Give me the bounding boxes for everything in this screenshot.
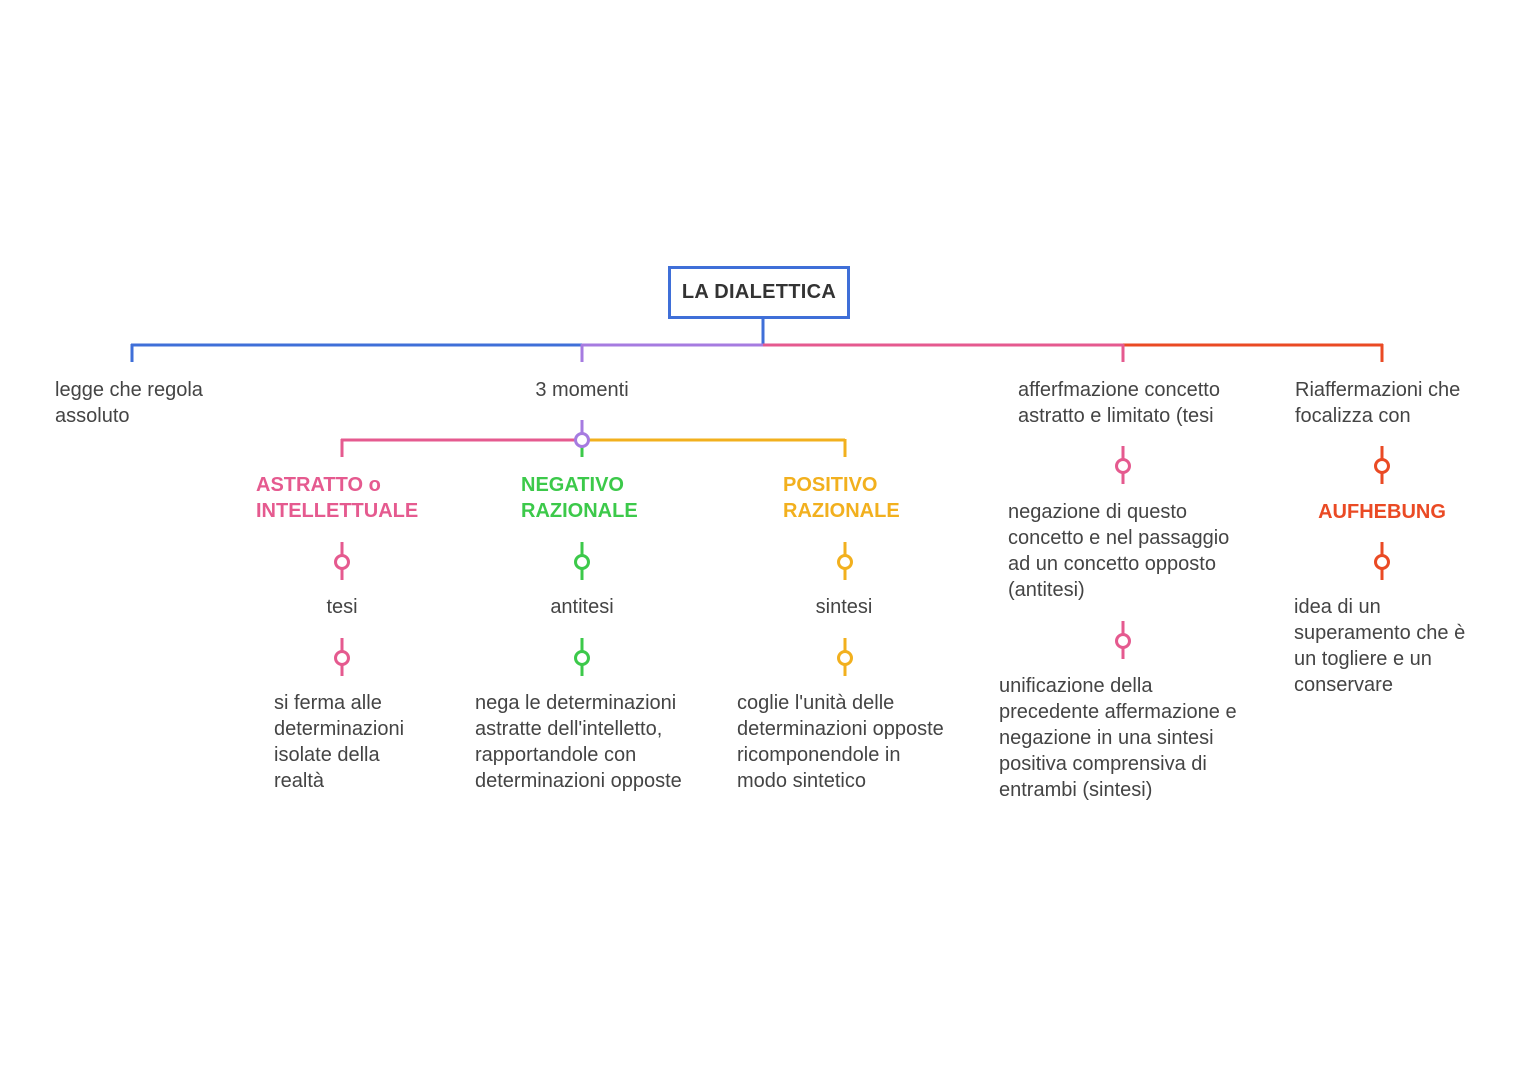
node-positivo-1 xyxy=(837,542,853,580)
chain-unificazione[interactable]: unificazione della precedente affermazio… xyxy=(999,675,1237,801)
node-affermazione-2 xyxy=(1115,621,1131,659)
moment-astratto-desc[interactable]: si ferma alle determinazioni isolate del… xyxy=(274,692,405,792)
branch-momenti[interactable]: 3 momenti xyxy=(535,379,629,401)
aufhebung-title[interactable]: AUFHEBUNG xyxy=(1318,501,1446,523)
node-riaffermazioni-1 xyxy=(1374,446,1390,484)
moment-positivo-title[interactable]: POSITIVO RAZIONALE xyxy=(783,474,900,522)
moment-astratto-term[interactable]: tesi xyxy=(326,596,358,618)
aufhebung-desc[interactable]: idea di un superamento che è un togliere… xyxy=(1294,596,1466,696)
moment-negativo-title[interactable]: NEGATIVO RAZIONALE xyxy=(521,474,638,522)
node-riaffermazioni-2 xyxy=(1374,542,1390,580)
root-topic[interactable]: LA DIALETTICA xyxy=(668,266,850,319)
node-negativo-2 xyxy=(574,638,590,676)
momenti-junction xyxy=(574,432,590,448)
node-positivo-2 xyxy=(837,638,853,676)
node-negativo-1 xyxy=(574,542,590,580)
moment-negativo-term[interactable]: antitesi xyxy=(550,596,614,618)
chain-negazione[interactable]: negazione di questo concetto e nel passa… xyxy=(1008,501,1230,601)
node-astratto-1 xyxy=(334,542,350,580)
branch-affermazione[interactable]: afferfmazione concetto astratto e limita… xyxy=(1018,379,1220,427)
node-affermazione-1 xyxy=(1115,446,1131,484)
branch-riaffermazioni[interactable]: Riaffermazioni che focalizza con xyxy=(1295,379,1461,427)
branch-legge[interactable]: legge che regola assoluto xyxy=(55,379,203,427)
moment-astratto-title[interactable]: ASTRATTO o INTELLETTUALE xyxy=(256,474,419,522)
moment-positivo-desc[interactable]: coglie l'unità delle determinazioni oppo… xyxy=(737,692,944,792)
moment-positivo-term[interactable]: sintesi xyxy=(815,596,873,618)
node-astratto-2 xyxy=(334,638,350,676)
root-title: LA DIALETTICA xyxy=(681,281,837,303)
moment-negativo-desc[interactable]: nega le determinazioni astratte dell'int… xyxy=(475,692,682,792)
